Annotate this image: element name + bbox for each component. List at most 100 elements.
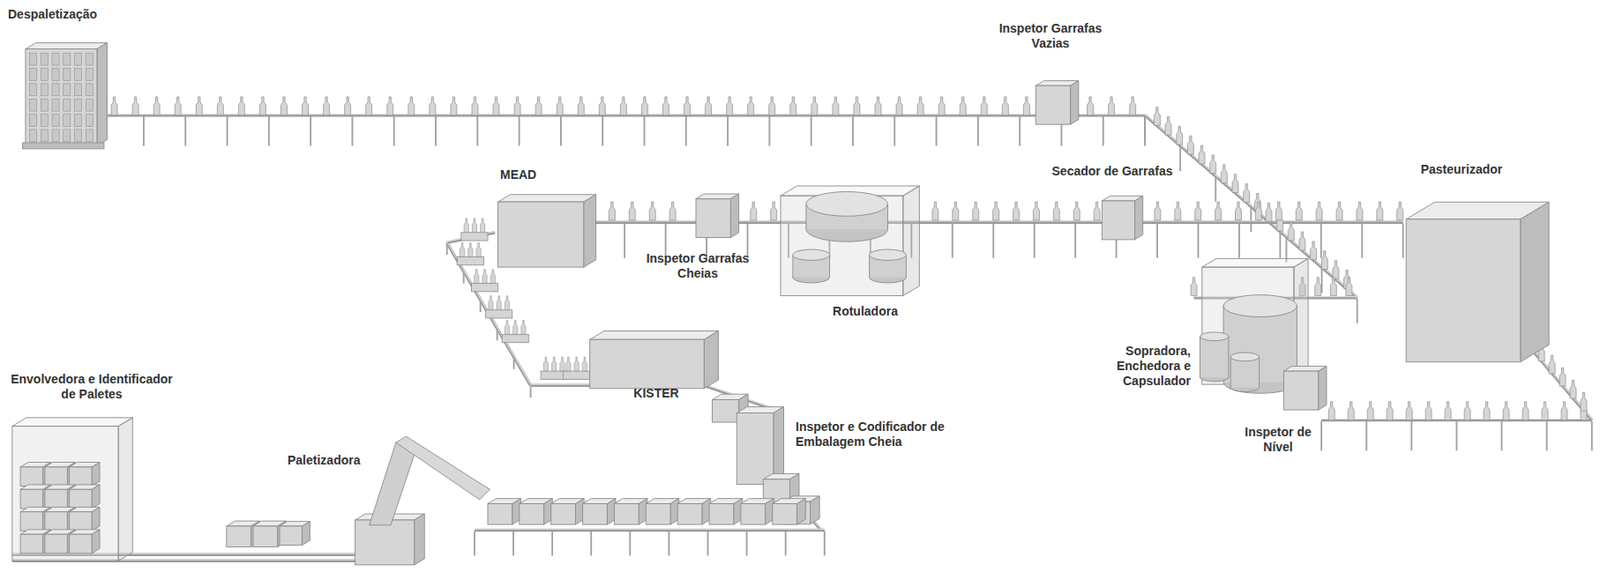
- bottle: [1299, 231, 1306, 251]
- case-box: [613, 503, 639, 525]
- bottle: [1332, 261, 1339, 280]
- case-box: [20, 489, 43, 509]
- case-box: [551, 503, 576, 525]
- bottle: [1444, 402, 1451, 421]
- bottle: [1129, 97, 1137, 116]
- pallet-bottle: [52, 83, 60, 97]
- conveyor-leg: [726, 116, 729, 147]
- conveyor-leg: [992, 223, 995, 258]
- bottle: [259, 97, 266, 116]
- conveyor-leg: [746, 531, 748, 557]
- bottle: [669, 201, 676, 221]
- bottle: [471, 218, 477, 233]
- kister-wrapper: [590, 331, 719, 341]
- pallet-bottle: [29, 52, 38, 66]
- blower: [1258, 357, 1260, 389]
- case-box: [677, 503, 703, 525]
- pallet-bottle: [74, 68, 82, 82]
- pallet-bottle: [74, 83, 82, 97]
- conveyor-leg: [434, 116, 437, 147]
- case-box: [709, 503, 734, 525]
- conveyor-leg: [463, 272, 465, 285]
- bottle: [1255, 201, 1262, 221]
- case-box: [487, 503, 513, 525]
- bottle: [1275, 201, 1282, 221]
- pallet-bottle: [63, 98, 71, 112]
- pallet-bottle: [40, 68, 48, 82]
- bottle: [1235, 201, 1242, 221]
- filler-carousel: [1223, 295, 1297, 318]
- pallet-bottle: [40, 114, 48, 128]
- conveyor-leg: [551, 531, 554, 557]
- bottle: [770, 201, 778, 221]
- conveyor-leg: [1501, 421, 1503, 452]
- case-box: [279, 526, 302, 546]
- pasteurizer: [1405, 219, 1521, 363]
- conveyor-leg: [1546, 421, 1548, 452]
- bottle: [1386, 402, 1393, 421]
- pallet-bottle: [63, 68, 71, 82]
- bottle: [832, 97, 839, 116]
- conveyor-leg: [628, 531, 631, 557]
- filler-housing: [1202, 258, 1309, 268]
- pasteurizer: [1520, 201, 1549, 362]
- bottle: [556, 97, 563, 116]
- bottle: [1154, 201, 1161, 221]
- case-box: [772, 503, 798, 525]
- machine-label: Inspetor Garrafas Cheias: [631, 251, 764, 282]
- bottle: [1548, 355, 1556, 374]
- capper: [1227, 336, 1229, 378]
- conveyor-leg: [810, 116, 813, 147]
- bottle: [1032, 201, 1040, 221]
- conveyor-leg: [1143, 116, 1146, 142]
- bottle: [1570, 380, 1577, 399]
- bottle: [1165, 116, 1172, 135]
- conveyor-leg: [590, 531, 592, 557]
- conveyor-leg: [473, 531, 476, 557]
- inspector-full: [730, 194, 739, 239]
- blower: [1230, 357, 1232, 389]
- bottle: [790, 97, 797, 116]
- conveyor-leg: [667, 531, 670, 557]
- bottle: [1580, 392, 1587, 412]
- conveyor-leg: [623, 223, 626, 258]
- conveyor-leg: [518, 116, 521, 147]
- bottle: [480, 218, 486, 233]
- machine-label: Inspetor Garrafas Vazias: [984, 21, 1117, 52]
- bottle: [1336, 201, 1343, 221]
- machine-label: Envolvedora e Identificador de Paletes: [3, 372, 180, 403]
- bottle: [1502, 402, 1510, 421]
- conveyor-leg: [268, 116, 270, 147]
- bottle: [1559, 367, 1566, 387]
- pallet-bottle: [85, 98, 93, 112]
- conveyor-rail: [474, 529, 825, 532]
- machine-label: Sopradora, Enchedora e Capsulador: [1102, 343, 1191, 389]
- conveyor-leg: [1591, 421, 1593, 452]
- bottle: [1321, 251, 1328, 270]
- bottle: [560, 357, 565, 372]
- bottle: [980, 97, 987, 116]
- bottle: [917, 97, 924, 116]
- bottle: [1356, 201, 1363, 221]
- capper: [1200, 336, 1229, 378]
- machine-label: Pasteurizador: [1420, 162, 1503, 178]
- pallet-bottle: [40, 52, 48, 66]
- conveyor-leg: [768, 116, 771, 147]
- wrapper-housing: [12, 426, 119, 562]
- bottle: [463, 218, 469, 233]
- conveyor-leg: [1197, 223, 1200, 258]
- conveyor-leg: [1249, 207, 1252, 232]
- bottle: [1013, 201, 1020, 221]
- conveyor-leg: [513, 358, 516, 370]
- pallet-bottle: [29, 114, 38, 128]
- bottle-dryer: [1101, 201, 1135, 240]
- machine-label: Inspetor de Nível: [1242, 425, 1314, 456]
- conveyor-leg: [977, 116, 980, 147]
- bottle-pack: [485, 310, 513, 319]
- pallet-bottle: [85, 114, 93, 128]
- bottle: [747, 97, 755, 116]
- bottle-pack: [501, 334, 529, 343]
- conveyor-leg: [393, 116, 396, 147]
- bottle: [566, 357, 571, 372]
- machine-label: Paletizadora: [287, 453, 360, 469]
